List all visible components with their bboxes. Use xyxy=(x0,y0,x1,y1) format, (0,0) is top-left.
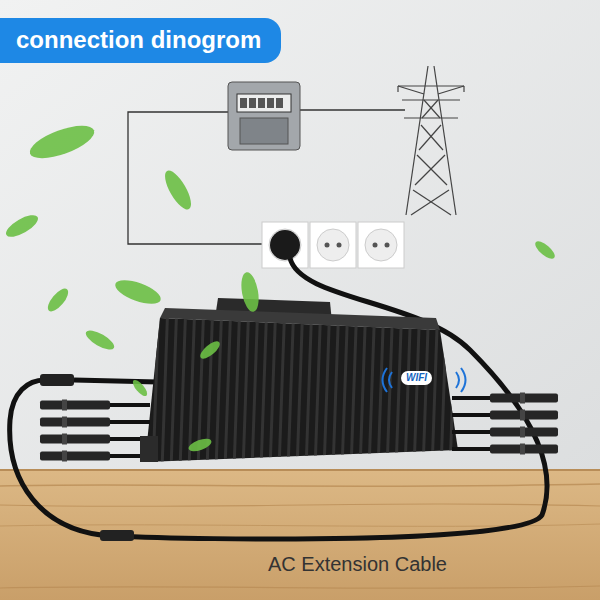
leaf xyxy=(83,327,117,353)
fin xyxy=(288,300,294,470)
mc4-connector xyxy=(40,417,150,428)
fin xyxy=(306,300,312,470)
wood-grain xyxy=(0,586,600,588)
fin xyxy=(243,300,249,470)
leaves xyxy=(3,119,557,454)
mc4-connector xyxy=(40,434,150,445)
leaf xyxy=(198,338,223,361)
leaf xyxy=(160,167,196,213)
leaf xyxy=(533,238,558,261)
leaf xyxy=(239,271,262,313)
meter-digits xyxy=(240,98,283,108)
wood-grain xyxy=(0,504,600,506)
inline-connector xyxy=(100,530,134,541)
leaf xyxy=(131,378,150,398)
dc-connectors xyxy=(40,400,158,463)
mc4-connector xyxy=(452,393,558,404)
fin xyxy=(252,300,258,470)
wifi-symbol xyxy=(383,368,466,392)
cooling-fins xyxy=(144,300,456,470)
leaf xyxy=(3,211,41,241)
fin xyxy=(171,300,177,470)
meter-base xyxy=(240,118,288,144)
fin xyxy=(414,300,420,470)
fin xyxy=(225,300,231,470)
grid-wire xyxy=(300,109,405,110)
dc-connectors xyxy=(452,393,558,455)
fin xyxy=(342,300,348,470)
fin xyxy=(369,300,375,470)
leaf xyxy=(187,436,213,454)
fin xyxy=(315,300,321,470)
pylon xyxy=(398,66,464,215)
meter-display xyxy=(237,94,291,112)
fin xyxy=(387,300,393,470)
wall-socket xyxy=(262,222,308,268)
fin xyxy=(441,300,447,470)
table-edge xyxy=(0,469,600,471)
ac-lead xyxy=(74,380,158,382)
mc4-connector xyxy=(40,451,150,462)
fin xyxy=(279,300,285,470)
wood-grain xyxy=(0,484,600,486)
wall-socket xyxy=(310,222,356,268)
fin xyxy=(261,300,267,470)
leaf xyxy=(112,275,163,308)
fin xyxy=(396,300,402,470)
diagram-title: connection dinogrom xyxy=(0,18,281,63)
wall xyxy=(0,0,600,472)
fin xyxy=(180,300,186,470)
plug xyxy=(270,230,300,260)
mc4-connector xyxy=(452,427,558,438)
ac-connector xyxy=(40,374,74,386)
fin xyxy=(270,300,276,470)
ac-cable xyxy=(10,258,547,539)
fin xyxy=(216,300,222,470)
wifi-badge: WIFI xyxy=(401,371,432,385)
fin xyxy=(324,300,330,470)
mc4-connector xyxy=(452,444,558,455)
fin xyxy=(297,300,303,470)
fin xyxy=(351,300,357,470)
fin xyxy=(405,300,411,470)
cable-caption: AC Extension Cable xyxy=(268,552,447,576)
fin xyxy=(432,300,438,470)
fin xyxy=(234,300,240,470)
energy-meter xyxy=(228,82,300,150)
fin xyxy=(360,300,366,470)
wall-socket xyxy=(358,222,404,268)
mc4-connector xyxy=(452,410,558,421)
fin xyxy=(162,300,168,470)
leaf xyxy=(44,285,71,314)
fin xyxy=(423,300,429,470)
fin xyxy=(333,300,339,470)
leaf xyxy=(26,119,98,165)
mc4-connector xyxy=(40,400,150,411)
junction-box xyxy=(140,436,158,462)
fin xyxy=(450,300,456,470)
